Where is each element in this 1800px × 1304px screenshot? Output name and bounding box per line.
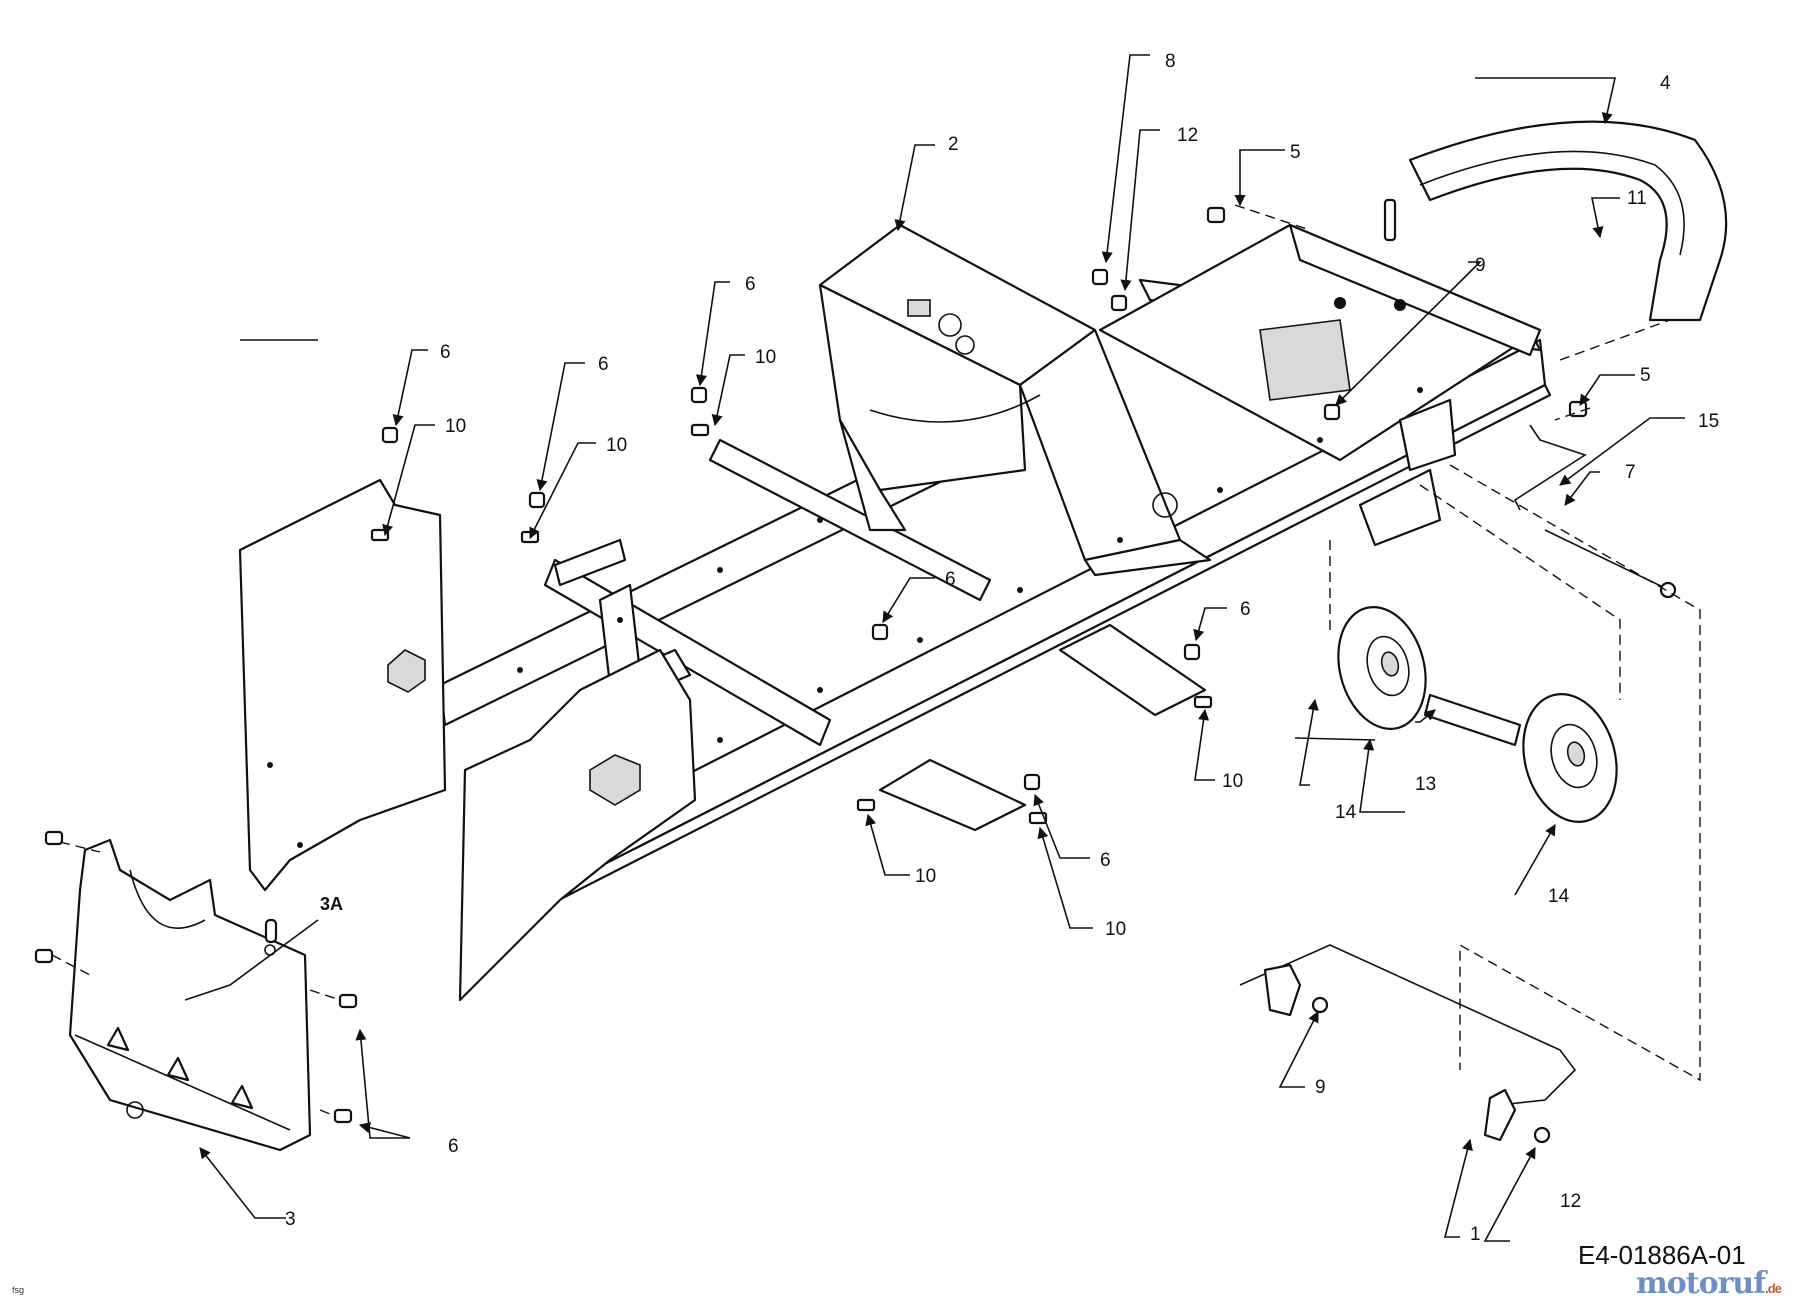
callout-2: 2 — [948, 134, 959, 155]
pulley-assembly — [1337, 606, 1618, 823]
callout-6-c: 6 — [745, 274, 756, 295]
assembly-dashed-lines — [51, 204, 1701, 1117]
callout-10-e: 10 — [915, 866, 936, 887]
main-frame-assembly — [438, 223, 1552, 1002]
callout-7: 7 — [1625, 462, 1636, 483]
callout-12-top: 12 — [1177, 125, 1198, 146]
callout-leaders — [184, 54, 1685, 1242]
callout-10-d: 10 — [1222, 771, 1243, 792]
callout-14-a: 14 — [1335, 802, 1357, 823]
watermark-suffix: .de — [1765, 1281, 1782, 1296]
callout-6-g: 6 — [448, 1136, 459, 1157]
callout-11: 11 — [1627, 188, 1647, 209]
callout-12-bottom: 12 — [1560, 1191, 1581, 1212]
callout-14-b: 14 — [1548, 886, 1570, 907]
callout-9-bottom: 9 — [1315, 1077, 1326, 1098]
linkage-rod-1 — [1239, 944, 1577, 1144]
callout-10-b: 10 — [606, 435, 627, 456]
callout-13: 13 — [1415, 774, 1436, 795]
callout-10-c: 10 — [755, 347, 776, 368]
callout-6-b: 6 — [598, 354, 609, 375]
callout-6-f: 6 — [1100, 850, 1111, 871]
callout-8: 8 — [1165, 51, 1176, 72]
callout-10-f: 10 — [1105, 919, 1126, 940]
callout-1: 1 — [1470, 1224, 1481, 1245]
callout-3: 3 — [285, 1209, 296, 1230]
hardware-bolts-nuts — [34, 198, 1588, 1124]
corner-mark: fsg — [12, 1285, 25, 1295]
watermark-logo: motoruf.de — [1636, 1266, 1782, 1301]
left-side-plate — [238, 478, 447, 892]
callout-labels: 2 4 8 12 5 11 9 5 15 7 6 10 6 10 6 10 6 … — [285, 51, 1719, 1245]
callout-9-top: 9 — [1475, 255, 1486, 276]
watermark-text: motoruf — [1636, 1266, 1766, 1301]
front-panel-3 — [68, 838, 312, 1152]
callout-5-right: 5 — [1640, 365, 1651, 386]
callout-10-a: 10 — [445, 416, 466, 437]
callout-3a: 3A — [320, 894, 343, 914]
callout-15: 15 — [1698, 411, 1719, 432]
front-bumper-4 — [1408, 120, 1728, 322]
callout-6-e: 6 — [1240, 599, 1251, 620]
callout-6-a: 6 — [440, 342, 451, 363]
callout-6-d: 6 — [945, 569, 956, 590]
diagram-code: E4-01886A-01 — [1578, 1240, 1746, 1270]
rod-and-bolt — [1513, 424, 1677, 599]
callout-5-top: 5 — [1290, 142, 1301, 163]
callout-4: 4 — [1660, 73, 1671, 94]
